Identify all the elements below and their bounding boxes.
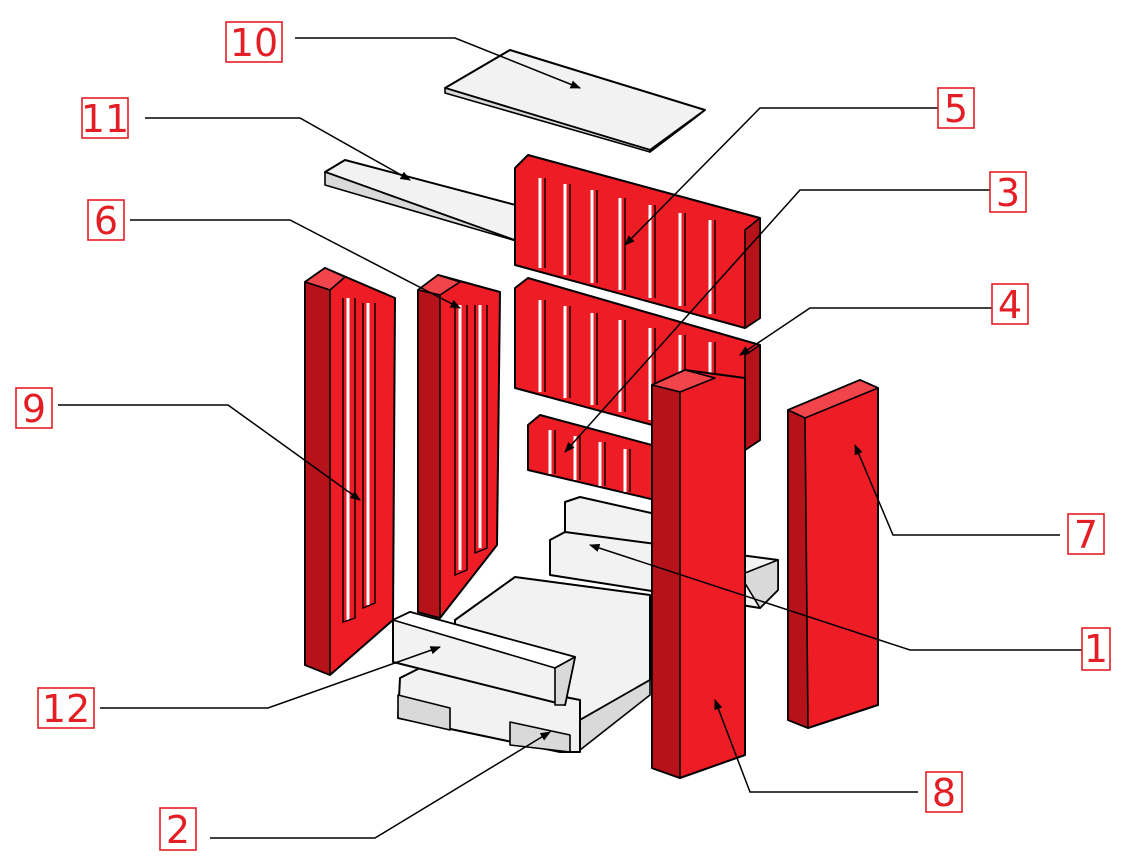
part-10-top-baffle bbox=[444, 49, 706, 153]
label-3-text: 3 bbox=[996, 171, 1020, 215]
label-9-text: 9 bbox=[22, 387, 46, 431]
label-12-text: 12 bbox=[42, 687, 90, 731]
leader-2 bbox=[210, 731, 551, 839]
leader-11 bbox=[145, 117, 411, 181]
leader-10 bbox=[295, 37, 581, 89]
label-12: 12 bbox=[37, 687, 95, 731]
label-2-text: 2 bbox=[166, 808, 190, 852]
label-11-text: 11 bbox=[81, 97, 129, 141]
leader-12 bbox=[100, 646, 441, 709]
label-3: 3 bbox=[989, 171, 1027, 215]
label-1: 1 bbox=[1081, 627, 1111, 671]
part-labels: 10 11 5 3 6 4 9 7 bbox=[15, 21, 1111, 852]
part-7-right-side-wall bbox=[787, 379, 879, 729]
label-6: 6 bbox=[87, 199, 125, 243]
leader-9 bbox=[58, 404, 361, 501]
leader-5 bbox=[624, 107, 938, 246]
label-4: 4 bbox=[991, 283, 1029, 327]
label-5: 5 bbox=[937, 87, 975, 131]
part-12-front-retainer bbox=[392, 611, 576, 706]
label-10-text: 10 bbox=[230, 21, 278, 65]
label-10: 10 bbox=[225, 21, 283, 65]
part-9-left-side-wall bbox=[304, 267, 396, 676]
leader-3 bbox=[564, 189, 990, 453]
label-11: 11 bbox=[81, 97, 129, 141]
leader-lines bbox=[58, 37, 1082, 839]
label-6-text: 6 bbox=[94, 199, 118, 243]
label-8: 8 bbox=[925, 771, 963, 815]
label-9: 9 bbox=[15, 387, 53, 431]
label-5-text: 5 bbox=[944, 87, 968, 131]
label-4-text: 4 bbox=[998, 283, 1022, 327]
part-8-front-pillar bbox=[651, 369, 746, 779]
label-2: 2 bbox=[159, 807, 197, 852]
leader-7 bbox=[854, 444, 1060, 536]
leader-8 bbox=[714, 699, 918, 793]
leader-4 bbox=[739, 307, 992, 356]
label-7: 7 bbox=[1067, 513, 1105, 557]
label-1-text: 1 bbox=[1084, 627, 1108, 671]
leader-6 bbox=[130, 219, 461, 309]
leader-1 bbox=[589, 543, 1082, 651]
label-7-text: 7 bbox=[1074, 513, 1098, 557]
part-6-inner-left-wall bbox=[417, 274, 501, 619]
label-8-text: 8 bbox=[932, 771, 956, 815]
